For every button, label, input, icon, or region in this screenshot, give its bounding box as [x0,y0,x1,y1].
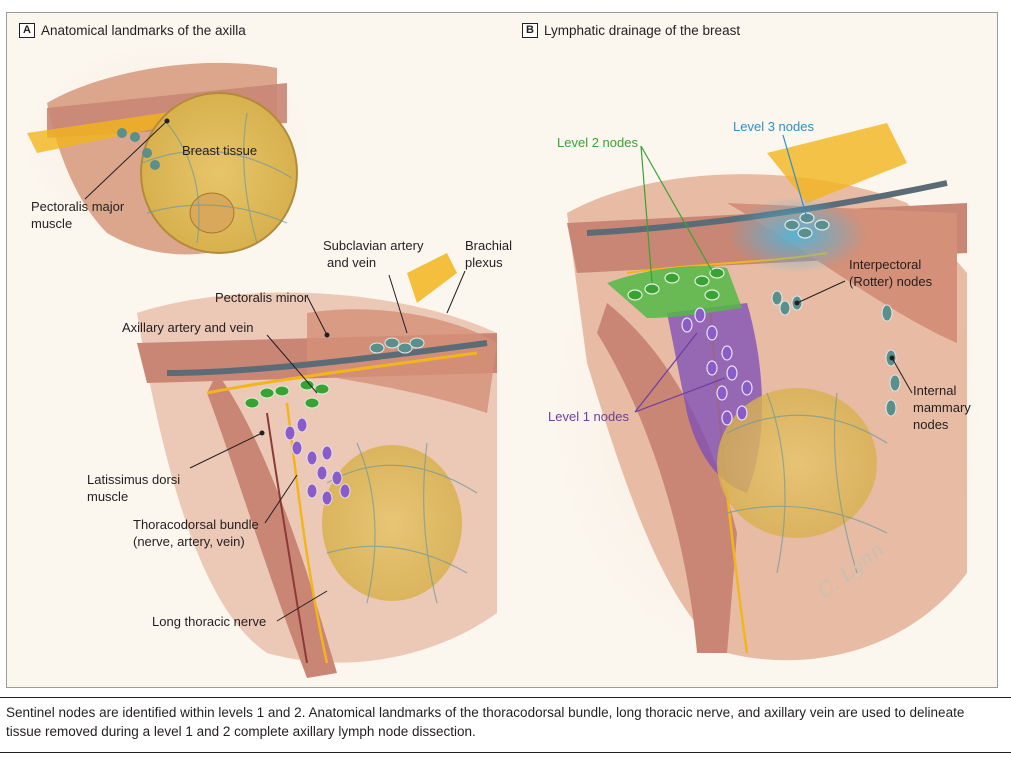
label-level-2: Level 2 nodes [557,135,638,150]
panel-a-lower-illustration [137,253,497,678]
breast-tissue-b [717,388,877,538]
label-breast-tissue: Breast tissue [182,143,258,158]
caption-top-rule [0,697,1011,698]
label-axillary: Axillary artery and vein [122,320,254,335]
label-interpectoral: Interpectoral(Rotter) nodes [849,257,933,289]
caption-line-1: Sentinel nodes are identified within lev… [6,705,965,720]
caption-line-2: tissue removed during a level 1 and 2 co… [6,724,476,739]
anatomical-illustration [7,33,997,687]
label-level-3: Level 3 nodes [733,119,814,134]
level-3-zone [727,197,867,273]
level-2-nodes-b [627,267,725,301]
panel-b-letter: B [522,23,538,38]
level-1-nodes-b [681,307,753,426]
label-thoracodorsal: Thoracodorsal bundle(nerve, artery, vein… [133,517,259,549]
panel-a-upper-illustration [7,33,327,255]
panel-a-title: Anatomical landmarks of the axilla [40,23,246,38]
level-2-nodes-a [244,379,330,409]
level-3-nodes-a [369,337,425,354]
label-level-1: Level 1 nodes [548,409,629,424]
caption-bottom-rule [0,752,1011,753]
breast-tissue-lower [322,445,462,601]
panel-a-letter: A [19,23,35,38]
leader-lines-level2 [640,145,713,284]
figure-frame: A Anatomical landmarks of the axilla B L… [6,12,998,688]
leader-lines-b [794,280,913,394]
leader-lines-level1 [634,332,726,413]
interpectoral-nodes [771,290,803,316]
leader-lines-a [84,118,466,622]
leader-lines-level3 [782,134,808,219]
label-pectoralis-minor: Pectoralis minor [215,290,309,305]
panel-b-title: Lymphatic drainage of the breast [543,23,741,38]
panel-a-heading: A Anatomical landmarks of the axilla [19,23,246,38]
figure-caption: Sentinel nodes are identified within lev… [6,703,996,741]
level-1-nodes-a [284,417,351,506]
label-long-thoracic: Long thoracic nerve [152,614,267,629]
panel-b-heading: B Lymphatic drainage of the breast [522,23,740,38]
level-3-nodes-b [784,212,830,239]
